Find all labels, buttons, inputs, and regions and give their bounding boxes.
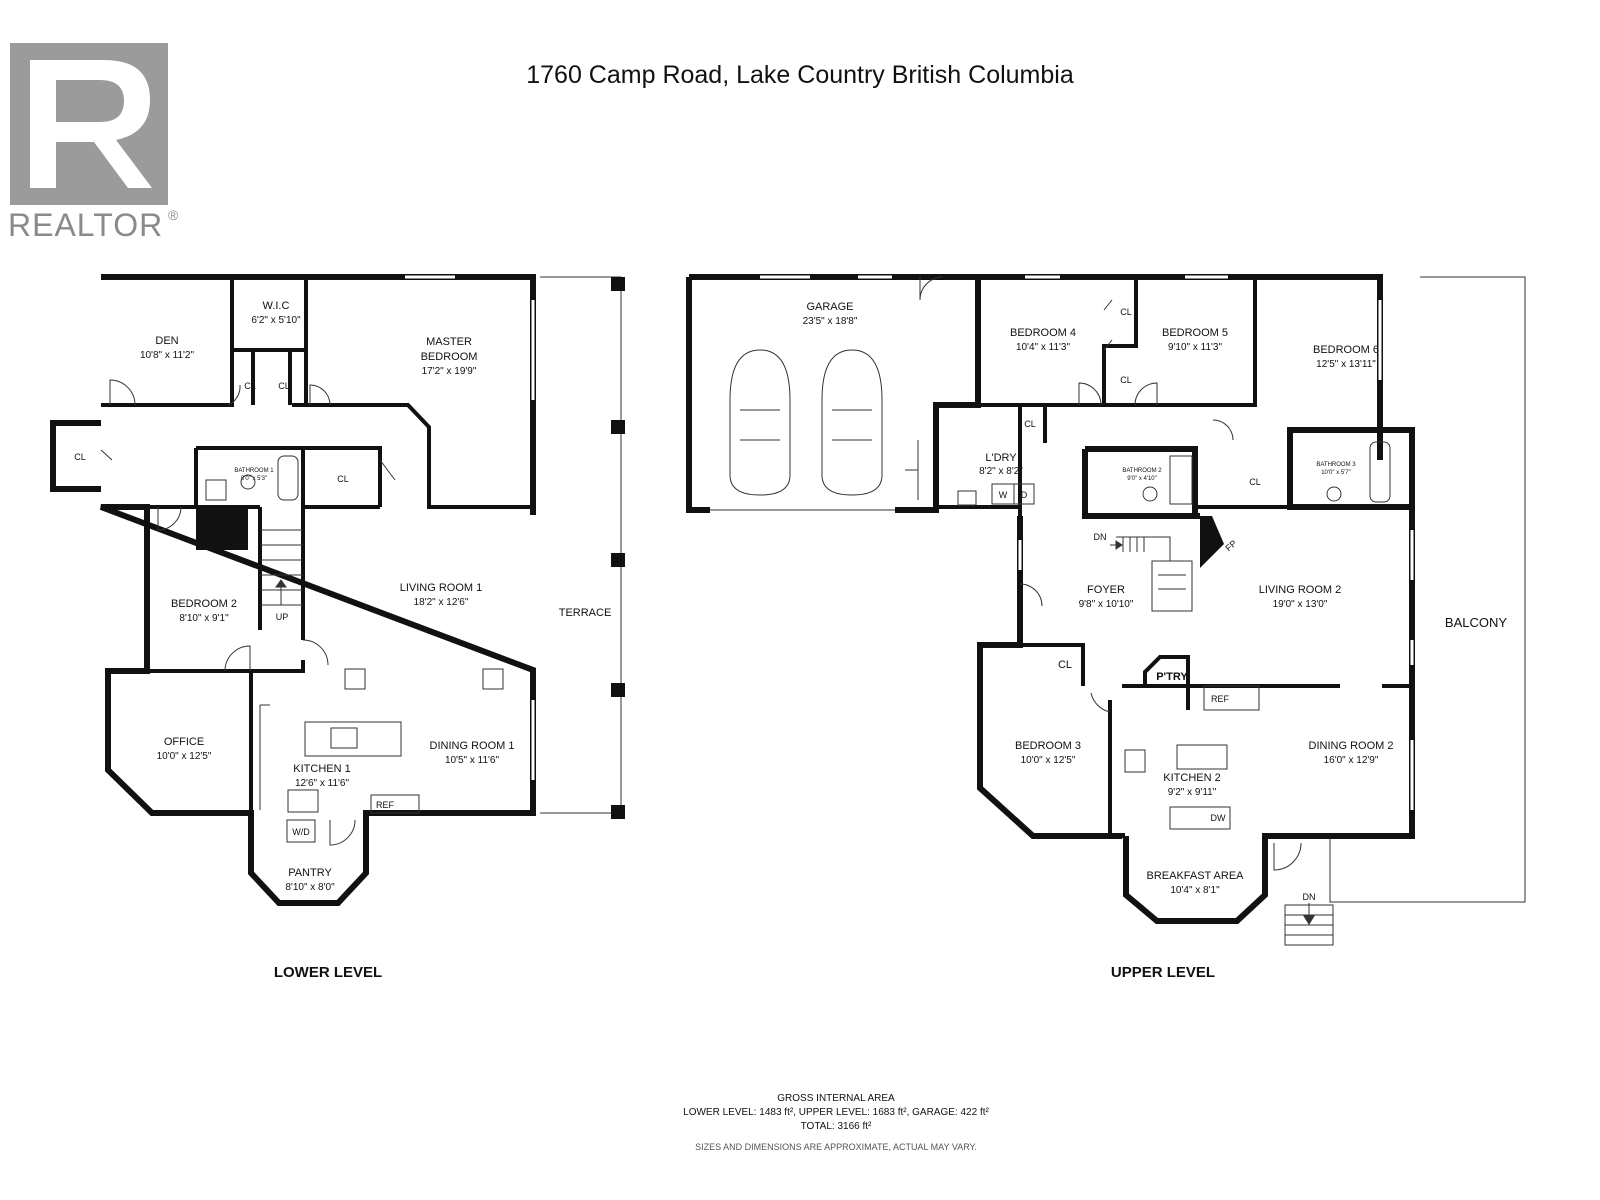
kitchen1-label: KITCHEN 1	[293, 763, 350, 775]
fireplace-label: FP	[1223, 538, 1238, 553]
dining2-dim: 16'0" x 12'9"	[1324, 755, 1379, 766]
closet-label: CL	[278, 381, 290, 391]
bathroom1-dim: 8'0" x 5'3"	[241, 476, 267, 482]
den-dim: 10'8" x 11'2"	[140, 350, 195, 361]
bathroom2-dim: 9'0" x 4'10"	[1127, 476, 1157, 482]
bathroom3-label: BATHROOM 3	[1316, 462, 1356, 468]
fridge-label: REF	[1211, 694, 1230, 704]
wic-dim: 6'2" x 5'10"	[251, 315, 301, 326]
gross-area-heading: GROSS INTERNAL AREA	[777, 1093, 895, 1104]
total-area: TOTAL: 3166 ft²	[801, 1121, 872, 1132]
dryer-label: D	[1021, 490, 1028, 500]
kitchen2-dim: 9'2" x 9'11"	[1168, 787, 1217, 798]
bedroom2-label: BEDROOM 2	[171, 598, 237, 610]
stairs-down-label: DN	[1094, 532, 1107, 542]
pantry-label: PANTRY	[288, 867, 332, 879]
terrace-label: TERRACE	[559, 607, 612, 619]
stairs-up-label: UP	[276, 612, 289, 622]
closet-label: CL	[74, 452, 86, 462]
page-title: 1760 Camp Road, Lake Country British Col…	[526, 61, 1074, 89]
bathroom3-dim: 10'0" x 5'7"	[1321, 470, 1351, 476]
master-label-1: MASTER	[426, 336, 472, 348]
living2-dim: 19'0" x 13'0"	[1273, 599, 1328, 610]
kitchen2-label: KITCHEN 2	[1163, 772, 1220, 784]
foyer-label: FOYER	[1087, 584, 1125, 596]
wic-label: W.I.C	[263, 300, 290, 312]
deck-stairs-down-label: DN	[1303, 892, 1316, 902]
closet-label: CL	[1058, 659, 1072, 671]
breakfast-dim: 10'4" x 8'1"	[1170, 885, 1220, 896]
washer-dryer-label: W/D	[292, 827, 310, 837]
closet-label: CL	[1024, 419, 1036, 429]
laundry-label: L'DRY	[985, 452, 1017, 464]
pantry-label: P'TRY	[1156, 671, 1188, 683]
lower-level-label: LOWER LEVEL	[274, 964, 382, 981]
realtor-logo: REALTOR ®	[8, 43, 179, 243]
closet-label: CL	[244, 381, 256, 391]
living1-label: LIVING ROOM 1	[400, 582, 483, 594]
dishwasher-label: DW	[1211, 813, 1226, 823]
bedroom6-label: BEDROOM 6	[1313, 344, 1379, 356]
den-label: DEN	[155, 335, 178, 347]
kitchen1-dim: 12'6" x 11'6"	[295, 778, 350, 789]
realtor-r-logo-icon	[10, 43, 168, 205]
fridge-label: REF	[376, 800, 395, 810]
closet-label: CL	[337, 474, 349, 484]
pantry-dim: 8'10" x 8'0"	[285, 882, 335, 893]
laundry-dim: 8'2" x 8'2"	[979, 466, 1023, 477]
bedroom5-label: BEDROOM 5	[1162, 327, 1228, 339]
office-label: OFFICE	[164, 736, 204, 748]
closet-label: CL	[1120, 307, 1132, 317]
car-icon	[729, 349, 791, 496]
dining1-label: DINING ROOM 1	[430, 740, 515, 752]
area-summary: GROSS INTERNAL AREA LOWER LEVEL: 1483 ft…	[683, 1093, 989, 1152]
bedroom3-label: BEDROOM 3	[1015, 740, 1081, 752]
living2-label: LIVING ROOM 2	[1259, 584, 1342, 596]
upper-level-label: UPPER LEVEL	[1111, 964, 1215, 981]
bathroom1-label: BATHROOM 1	[234, 468, 274, 474]
disclaimer: SIZES AND DIMENSIONS ARE APPROXIMATE, AC…	[695, 1142, 977, 1152]
bedroom6-dim: 12'5" x 13'11"	[1316, 359, 1376, 370]
bathroom2-label: BATHROOM 2	[1122, 468, 1162, 474]
realtor-wordmark: REALTOR	[8, 207, 163, 243]
lower-level-plan: DEN 10'8" x 11'2" W.I.C 6'2" x 5'10" MAS…	[50, 274, 625, 981]
master-dim: 17'2" x 19'9"	[422, 366, 477, 377]
closet-label: CL	[1249, 477, 1261, 487]
upper-level-plan: GARAGE 23'5" x 18'8" BEDROOM 4 10'4" x 1…	[686, 274, 1526, 981]
balcony-label: BALCONY	[1445, 615, 1507, 630]
bedroom4-label: BEDROOM 4	[1010, 327, 1076, 339]
office-dim: 10'0" x 12'5"	[157, 751, 212, 762]
registered-mark: ®	[168, 207, 179, 223]
closet-label: CL	[1120, 375, 1132, 385]
bedroom4-dim: 10'4" x 11'3"	[1016, 342, 1071, 353]
garage-label: GARAGE	[806, 301, 853, 313]
breakfast-label: BREAKFAST AREA	[1146, 870, 1244, 882]
bedroom5-dim: 9'10" x 11'3"	[1168, 342, 1223, 353]
car-icon	[821, 349, 883, 496]
master-label-2: BEDROOM	[421, 351, 478, 363]
dining2-label: DINING ROOM 2	[1309, 740, 1394, 752]
bedroom2-dim: 8'10" x 9'1"	[179, 613, 229, 624]
foyer-dim: 9'8" x 10'10"	[1079, 599, 1134, 610]
bedroom3-dim: 10'0" x 12'5"	[1021, 755, 1076, 766]
garage-dim: 23'5" x 18'8"	[803, 316, 858, 327]
dining1-dim: 10'5" x 11'6"	[445, 755, 500, 766]
living1-dim: 18'2" x 12'6"	[414, 597, 469, 608]
washer-label: W	[999, 490, 1008, 500]
area-breakdown: LOWER LEVEL: 1483 ft², UPPER LEVEL: 1683…	[683, 1107, 989, 1118]
